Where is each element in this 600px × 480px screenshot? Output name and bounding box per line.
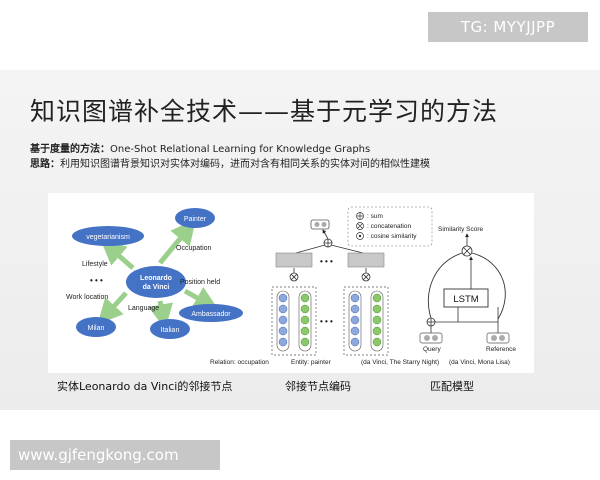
encoder-output-cell [314,222,320,227]
legend-concat-label: : concatenation [367,223,411,230]
lstm-box [443,288,489,308]
node-ambassador [179,304,243,322]
edge-position-label: Position held [180,279,220,286]
encoder-ellipsis-bottom: • • • [320,317,333,326]
right-loop-arrow [471,252,506,320]
query-label: Query [423,346,441,353]
edge-language-arrow [148,300,173,330]
left-dense-layer [275,252,313,268]
left-relation-column [276,290,290,352]
idea-text: 利用知识图谱背景知识对实体对编码，进而对含有相同关系的实体对间的相似性建模 [60,159,430,170]
query-embedding [419,332,443,344]
left-pair-group [271,286,317,356]
right-pair-group [343,286,389,356]
left-concat-glyph [290,273,298,281]
similarity-score-label: Similarity Score [438,226,484,233]
left-entity-column [298,290,312,352]
query-pair-label: (da Vinci, The Starry Night) [361,359,439,366]
legend-sum-label: : sum [367,213,383,220]
method-text: One-Shot Relational Learning for Knowled… [110,144,371,155]
node-painter [175,208,215,228]
node-milan [76,317,116,337]
reference-embedding [486,332,510,344]
node-vegetarianism-label: vegetarianism [86,234,130,241]
lstm-label: LSTM [453,294,478,305]
sum-node-glyph [324,239,332,247]
right-concat-glyph [362,273,370,281]
node-vegetarianism [72,226,144,246]
idea-line: 思路：利用知识图谱背景知识对实体对编码，进而对含有相同关系的实体对间的相似性建模 [30,155,430,170]
edge-occupation-label: Occupation [176,245,212,252]
caption-left: 实体Leonardo da Vinci的邻接节点 [57,380,233,393]
node-painter-label: Painter [184,216,207,223]
edge-position-arrow [183,286,219,311]
edge-work-arrow [97,291,128,325]
figure-panel: Painter vegetarianism Leonardo da Vinci … [48,193,534,373]
encoder-ellipsis-top: • • • [320,257,333,266]
legend-cosine-label: : cosine similarity [367,233,417,240]
edge-lifestyle-label: Lifestyle [82,261,108,268]
node-italian-label: Italian [161,327,180,334]
node-ambassador-label: Ambassador [191,311,231,318]
edge-lifestyle-arrow [100,239,135,270]
watermark-bottom: www.gjfengkong.com [10,440,220,470]
watermark-top: TG: MYYJJPP [428,12,588,42]
caption-middle: 邻接节点编码 [285,380,351,393]
node-italian [150,319,190,339]
node-center-line2: da Vinci [143,284,170,291]
node-milan-label: Milan [88,325,105,332]
similarity-node-glyph [463,247,471,255]
slide-title: 知识图谱补全技术——基于元学习的方法 [30,97,499,126]
right-relation-column [348,290,362,352]
right-branch-line [330,244,364,254]
method-line: 基于度量的方法：One-Shot Relational Learning for… [30,140,370,155]
node-center-line1: Leonardo [140,275,172,282]
legend-box [347,206,433,247]
left-loop-arrow [427,252,463,319]
node-center [126,266,186,298]
matching-model: Similarity Score LSTM Query Reference (d… [361,226,516,366]
graph-ellipsis: • • • [90,276,103,285]
sum-to-output-arrow [322,229,329,240]
relation-label: Relation: occupation [210,359,269,366]
right-dense-layer [347,252,385,268]
idea-label: 思路： [30,159,60,170]
edge-language-label: Language [128,305,159,312]
reference-label: Reference [486,346,516,353]
reference-pair-label: (da Vinci, Mona Lisa) [449,359,510,366]
neighbor-graph: Painter vegetarianism Leonardo da Vinci … [66,208,243,339]
right-entity-column [370,290,384,352]
figure-svg: Painter vegetarianism Leonardo da Vinci … [66,206,516,366]
edge-occupation-arrow [158,219,196,265]
neighbor-encoder: • • • [210,206,433,366]
left-branch-line [295,244,326,254]
caption-right: 匹配模型 [430,380,474,393]
encoder-output-cell [321,222,327,227]
method-label: 基于度量的方法： [30,144,110,155]
entity-label: Entity: painter [291,359,332,366]
edge-work-label: Work location [66,294,108,301]
